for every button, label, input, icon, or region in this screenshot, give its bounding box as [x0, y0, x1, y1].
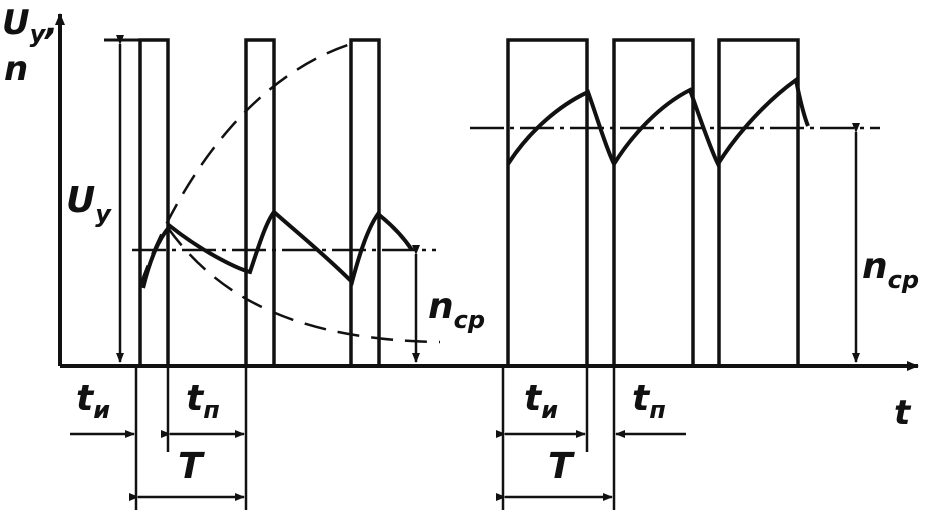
uy-label: Uy: [66, 180, 112, 228]
x-axis-label-t: t: [894, 393, 912, 433]
t-i-left-label: tи: [76, 378, 110, 424]
pulse-right-1: [506, 38, 589, 366]
pulse-right-2: [612, 38, 695, 366]
y-axis-label-u: Uy,: [2, 3, 58, 48]
ncp-right-label: ncp: [862, 246, 919, 294]
speed-curve-right: [506, 76, 810, 169]
pulse-right-3: [717, 38, 800, 366]
pulse-left-2: [244, 38, 276, 366]
T-left-label: T: [178, 446, 205, 487]
timing-left: [70, 366, 248, 510]
T-right-label: T: [548, 446, 575, 487]
pulses-left: [138, 38, 381, 366]
y-axis-label-n: n: [4, 49, 28, 89]
pulse-left-1: [138, 38, 170, 366]
envelope-decay-dashed: [166, 227, 441, 344]
t-p-left-label: tп: [186, 378, 220, 424]
t-p-right-label: tп: [632, 378, 666, 424]
ncp-left-label: ncp: [428, 286, 485, 334]
t-i-right-label: tи: [524, 378, 558, 424]
pulses-right: [506, 38, 800, 366]
timing-right: [496, 366, 686, 510]
pulse-left-3: [349, 38, 381, 366]
speed-curve-left: [141, 209, 414, 289]
